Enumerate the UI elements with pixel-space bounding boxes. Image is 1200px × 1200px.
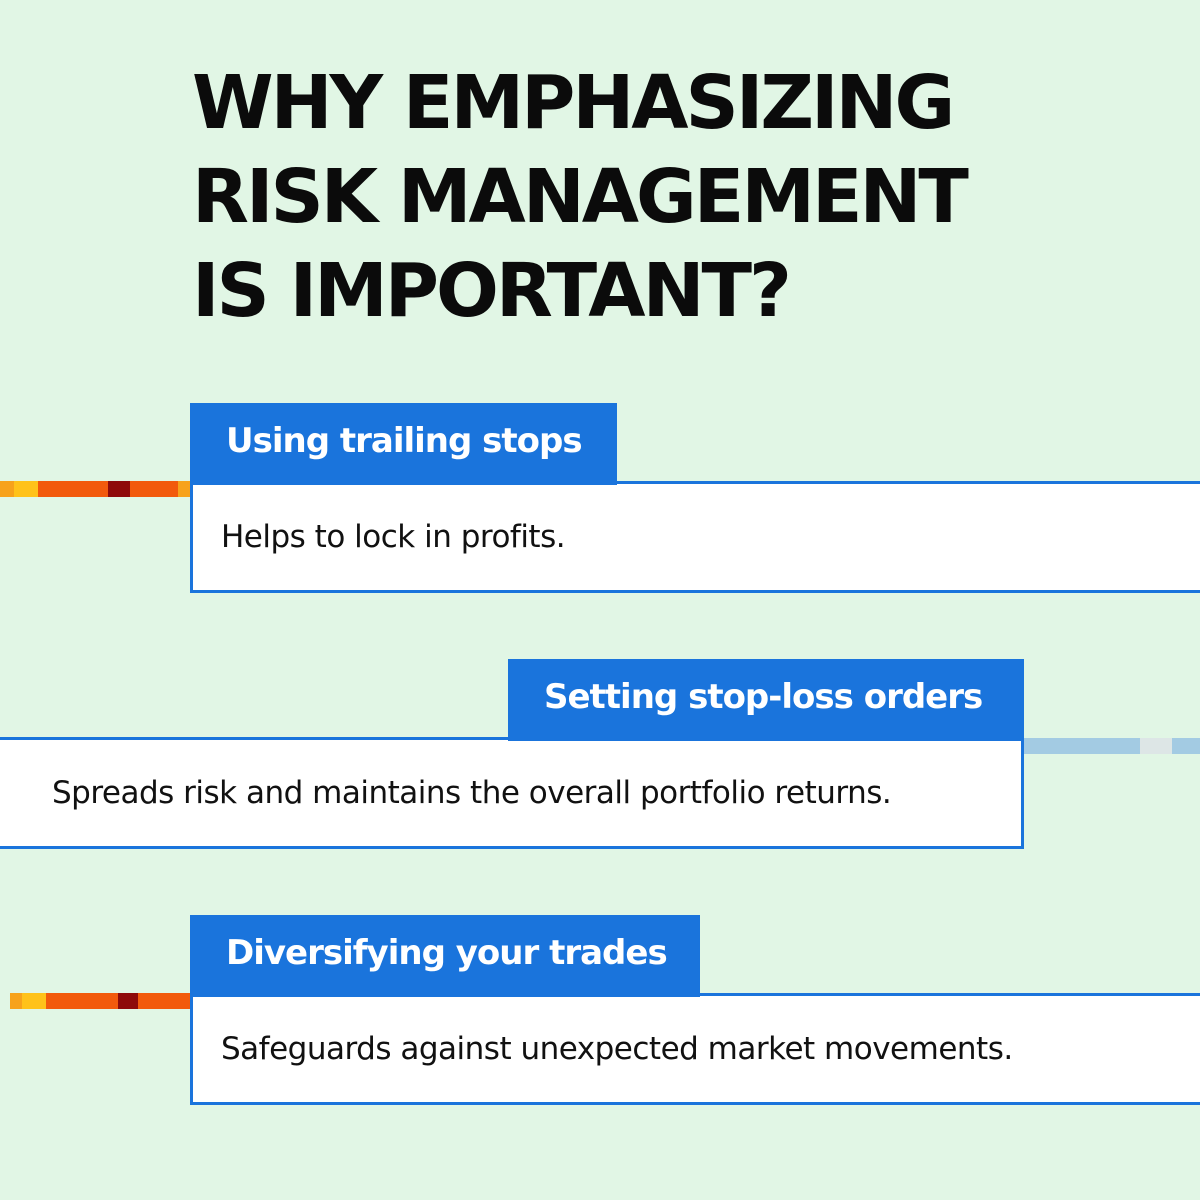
item-description-3: Safeguards against unexpected market mov…: [221, 1031, 1013, 1067]
item-description-1: Helps to lock in profits.: [221, 519, 566, 555]
item-heading-tab-3: Diversifying your trades: [190, 915, 700, 997]
item-description-2: Spreads risk and maintains the overall p…: [52, 775, 892, 811]
decorative-stripe-2: [1020, 738, 1200, 754]
title-line-1: WHY EMPHASIZING: [192, 60, 955, 146]
decorative-stripe-1: [0, 481, 192, 497]
decorative-stripe-3: [10, 993, 192, 1009]
item-description-box-3: Safeguards against unexpected market mov…: [190, 993, 1200, 1105]
item-description-box-2: Spreads risk and maintains the overall p…: [0, 737, 1024, 849]
item-heading-tab-2: Setting stop-loss orders: [508, 659, 1024, 741]
page-title: WHY EMPHASIZING RISK MANAGEMENT IS IMPOR…: [192, 56, 1092, 338]
title-line-3: IS IMPORTANT?: [192, 248, 792, 334]
item-description-box-1: Helps to lock in profits.: [190, 481, 1200, 593]
title-line-2: RISK MANAGEMENT: [192, 154, 969, 240]
item-heading-tab-1: Using trailing stops: [190, 403, 617, 485]
